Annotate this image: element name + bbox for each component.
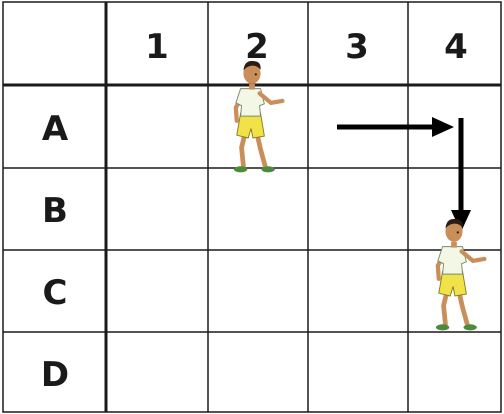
path-arrows (337, 117, 471, 232)
row-header-b: B (42, 191, 68, 231)
row-header-d: D (41, 355, 69, 395)
row-header-a: A (42, 109, 69, 149)
column-header-1: 1 (145, 27, 169, 67)
column-header-2: 2 (245, 27, 269, 67)
column-header-3: 3 (345, 27, 369, 67)
walking-boy-end (436, 219, 484, 330)
row-header-c: C (43, 273, 68, 313)
arrow-right-head (432, 117, 454, 137)
walking-boy-start (234, 61, 282, 172)
column-header-4: 4 (444, 27, 468, 67)
